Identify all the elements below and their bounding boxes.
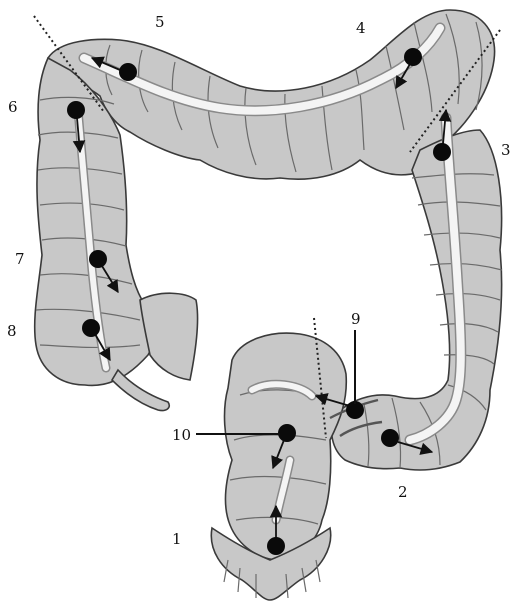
label-3: 3 bbox=[501, 141, 511, 159]
label-9: 9 bbox=[351, 310, 361, 328]
marker-6 bbox=[67, 101, 85, 119]
label-1: 1 bbox=[172, 530, 182, 548]
marker-8 bbox=[82, 319, 100, 337]
label-6: 6 bbox=[8, 98, 18, 116]
mesentery-flap bbox=[140, 293, 198, 380]
label-8: 8 bbox=[7, 322, 17, 340]
appendix-tail bbox=[112, 370, 169, 411]
ascending-colon bbox=[332, 130, 502, 470]
marker-5 bbox=[119, 63, 137, 81]
marker-3 bbox=[433, 143, 451, 161]
marker-7 bbox=[89, 250, 107, 268]
label-5: 5 bbox=[155, 13, 165, 31]
marker-10 bbox=[278, 424, 296, 442]
label-4: 4 bbox=[356, 19, 366, 37]
marker-1 bbox=[267, 537, 285, 555]
cecum bbox=[225, 333, 347, 560]
label-10: 10 bbox=[172, 426, 191, 444]
marker-4 bbox=[404, 48, 422, 66]
marker-2 bbox=[381, 429, 399, 447]
label-2: 2 bbox=[398, 483, 408, 501]
label-7: 7 bbox=[15, 250, 25, 268]
colon-body bbox=[35, 10, 502, 600]
